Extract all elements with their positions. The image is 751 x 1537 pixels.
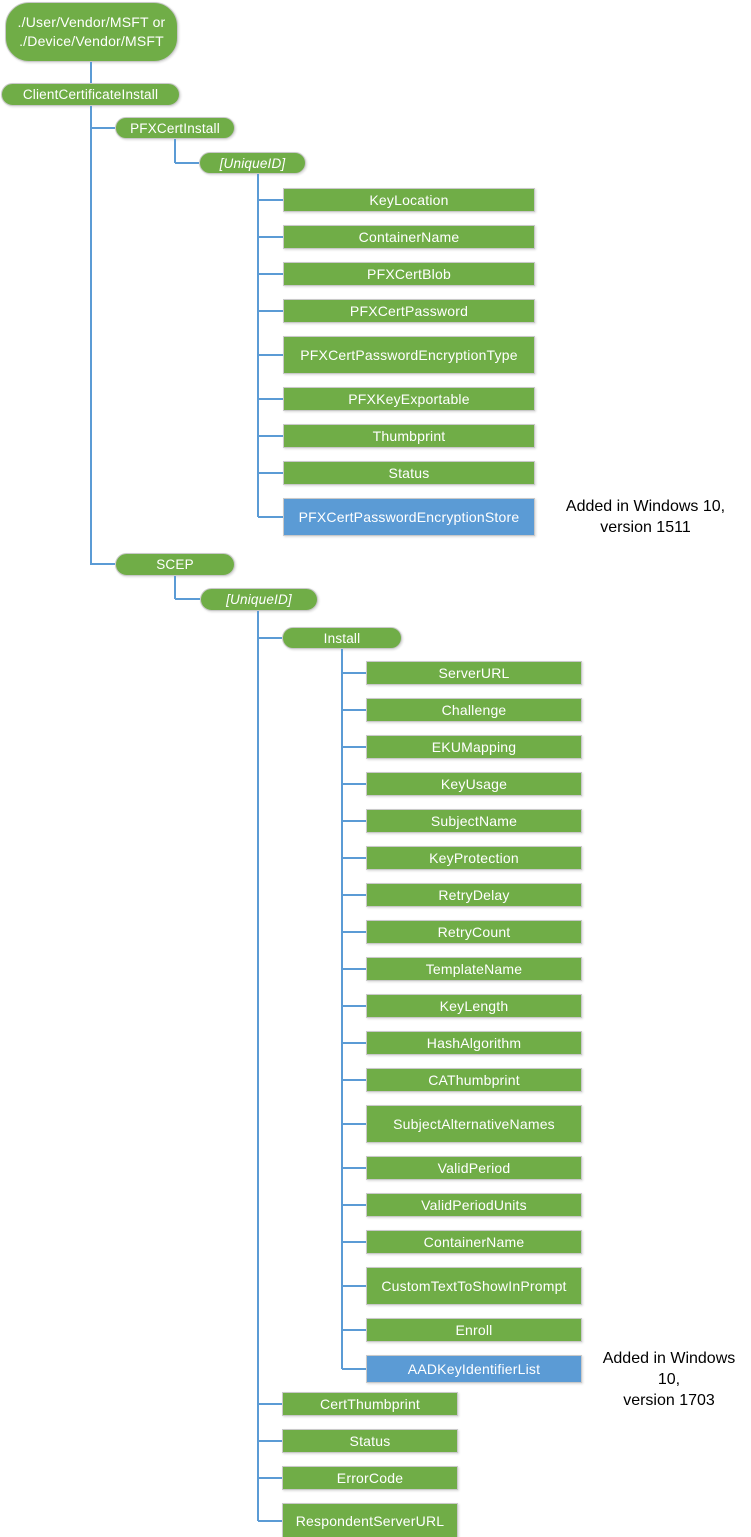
connector-line xyxy=(342,857,366,859)
connector-line xyxy=(342,1123,366,1125)
connector-line xyxy=(258,435,283,437)
node-pfxkeyexportable: PFXKeyExportable xyxy=(283,387,535,411)
node-templatename: TemplateName xyxy=(366,957,582,981)
connector-line xyxy=(174,576,176,599)
connector-line xyxy=(90,62,92,83)
connector-line xyxy=(258,354,283,356)
connector-line xyxy=(342,1167,366,1169)
connector-line xyxy=(174,139,176,163)
node-subjectname: SubjectName xyxy=(366,809,582,833)
node-serverurl: ServerURL xyxy=(366,661,582,685)
connector-line xyxy=(342,1079,366,1081)
node-validperiodunits: ValidPeriodUnits xyxy=(366,1193,582,1217)
node-enroll: Enroll xyxy=(366,1318,582,1342)
annotation-line: Added in Windows 10, xyxy=(602,1350,736,1388)
node-validperiod: ValidPeriod xyxy=(366,1156,582,1180)
connector-line xyxy=(258,1440,282,1442)
node-containername: ContainerName xyxy=(366,1230,582,1254)
node-errorcode: ErrorCode xyxy=(282,1466,458,1490)
connector-line xyxy=(257,174,259,517)
connector-line xyxy=(258,516,283,518)
node-customtexttoshowinprompt: CustomTextToShowInPrompt xyxy=(366,1267,582,1305)
annotation-line: version 1511 xyxy=(600,519,691,536)
connector-line xyxy=(258,236,283,238)
connector-line xyxy=(257,611,259,1521)
connector-line xyxy=(91,563,115,565)
connector-line xyxy=(342,1329,366,1331)
connector-line xyxy=(342,1241,366,1243)
node-pfx-uniqueid: [UniqueID] xyxy=(199,152,306,174)
annotation-windows-version: Added in Windows 10, version 1511 xyxy=(543,496,748,538)
connector-line xyxy=(258,637,282,639)
connector-line xyxy=(341,649,343,1369)
connector-line xyxy=(258,1477,282,1479)
node-status: Status xyxy=(283,461,535,485)
connector-line xyxy=(342,894,366,896)
node-subjectalternativenames: SubjectAlternativeNames xyxy=(366,1105,582,1143)
connector-line xyxy=(342,968,366,970)
connector-line xyxy=(258,1519,282,1522)
node-ekumapping: EKUMapping xyxy=(366,735,582,759)
connector-line xyxy=(91,127,115,129)
connector-line xyxy=(90,106,92,565)
connector-line xyxy=(175,598,200,600)
root-path-line-2: ./Device/Vendor/MSFT xyxy=(19,33,164,49)
connector-line xyxy=(342,931,366,933)
annotation-windows-version: Added in Windows 10, version 1703 xyxy=(590,1348,748,1411)
connector-line xyxy=(258,273,283,275)
node-install: Install xyxy=(282,627,402,649)
connector-line xyxy=(342,1204,366,1206)
node-challenge: Challenge xyxy=(366,698,582,722)
node-retrycount: RetryCount xyxy=(366,920,582,944)
connector-line xyxy=(258,1403,282,1405)
node-pfxcertpasswordencryptionstore: PFXCertPasswordEncryptionStore xyxy=(283,498,535,536)
node-pfxcertpassword: PFXCertPassword xyxy=(283,299,535,323)
node-clientcertificateinstall: ClientCertificateInstall xyxy=(1,83,180,106)
node-status: Status xyxy=(282,1429,458,1453)
node-keyusage: KeyUsage xyxy=(366,772,582,796)
node-hashalgorithm: HashAlgorithm xyxy=(366,1031,582,1055)
connector-line xyxy=(342,1285,366,1287)
connector-line xyxy=(258,199,283,201)
node-pfxcertinstall: PFXCertInstall xyxy=(115,117,235,139)
node-keylength: KeyLength xyxy=(366,994,582,1018)
node-aadkeyidentifierlist: AADKeyIdentifierList xyxy=(366,1355,582,1383)
node-root-path: ./User/Vendor/MSFT or ./Device/Vendor/MS… xyxy=(5,2,178,62)
connector-line xyxy=(175,162,199,164)
node-certthumbprint: CertThumbprint xyxy=(282,1392,458,1416)
node-containername: ContainerName xyxy=(283,225,535,249)
connector-line xyxy=(342,746,366,748)
node-retrydelay: RetryDelay xyxy=(366,883,582,907)
connector-line xyxy=(258,398,283,400)
annotation-line: version 1703 xyxy=(623,1392,715,1409)
annotation-line: Added in Windows 10, xyxy=(565,498,726,515)
node-keyprotection: KeyProtection xyxy=(366,846,582,870)
node-thumbprint: Thumbprint xyxy=(283,424,535,448)
connector-line xyxy=(342,783,366,785)
connector-line xyxy=(342,1005,366,1007)
node-scep: SCEP xyxy=(115,553,235,576)
connector-line xyxy=(342,709,366,711)
root-path-line-1: ./User/Vendor/MSFT or xyxy=(17,14,166,30)
node-pfxcertblob: PFXCertBlob xyxy=(283,262,535,286)
connector-line xyxy=(342,1042,366,1044)
connector-line xyxy=(342,1368,366,1370)
node-scep-uniqueid: [UniqueID] xyxy=(200,588,318,611)
node-keylocation: KeyLocation xyxy=(283,188,535,212)
connector-line xyxy=(342,672,366,674)
connector-line xyxy=(342,820,366,822)
node-respondentserverurl: RespondentServerURL xyxy=(282,1503,458,1537)
node-pfxcertpasswordencryptiontype: PFXCertPasswordEncryptionType xyxy=(283,336,535,374)
connector-line xyxy=(258,310,283,312)
node-cathumbprint: CAThumbprint xyxy=(366,1068,582,1092)
connector-line xyxy=(258,472,283,474)
